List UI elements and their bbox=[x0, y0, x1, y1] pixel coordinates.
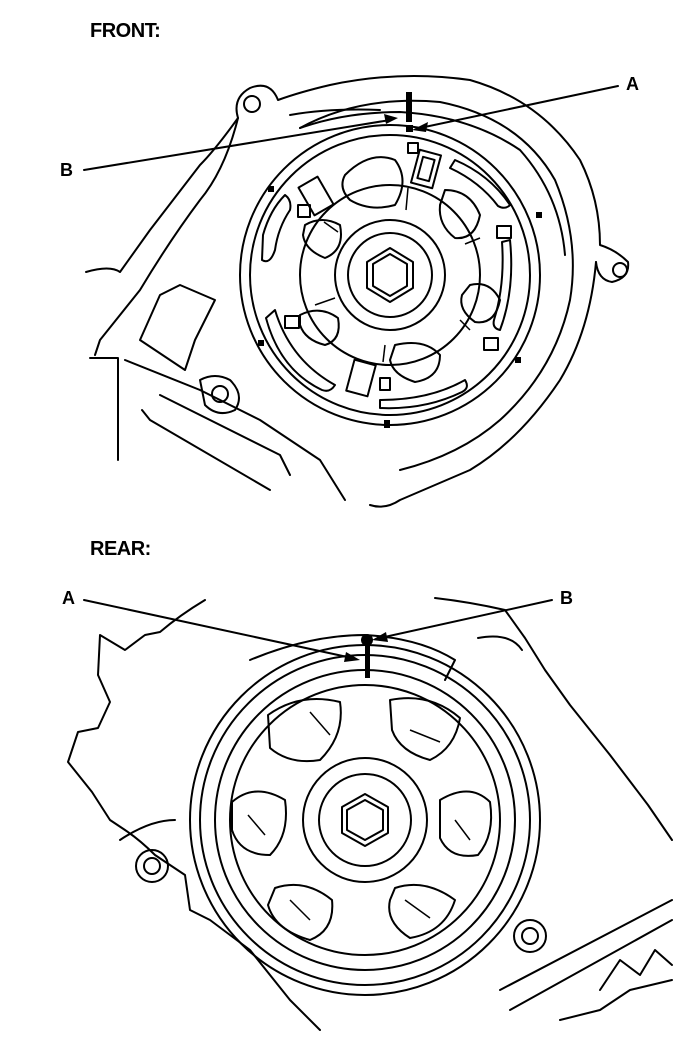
rear-section-title: REAR: bbox=[90, 538, 151, 560]
front-pulley-diagram bbox=[83, 75, 630, 508]
front-leader-lines bbox=[83, 85, 619, 171]
rear-cam-pulley bbox=[189, 634, 541, 996]
front-callout-a: A bbox=[626, 74, 639, 94]
front-engine-housing bbox=[85, 75, 630, 508]
front-belt-cover-ring bbox=[299, 99, 574, 471]
front-crank-pulley bbox=[239, 124, 542, 428]
rear-callout-a: A bbox=[62, 588, 75, 608]
rear-pulley-diagram bbox=[67, 597, 673, 1031]
rear-timing-marks bbox=[361, 634, 373, 678]
front-timing-marks bbox=[406, 92, 413, 132]
rear-callout-b: B bbox=[560, 588, 573, 608]
front-section-title: FRONT: bbox=[90, 20, 161, 42]
rear-leader-lines bbox=[83, 599, 553, 662]
front-callout-b: B bbox=[60, 160, 73, 180]
